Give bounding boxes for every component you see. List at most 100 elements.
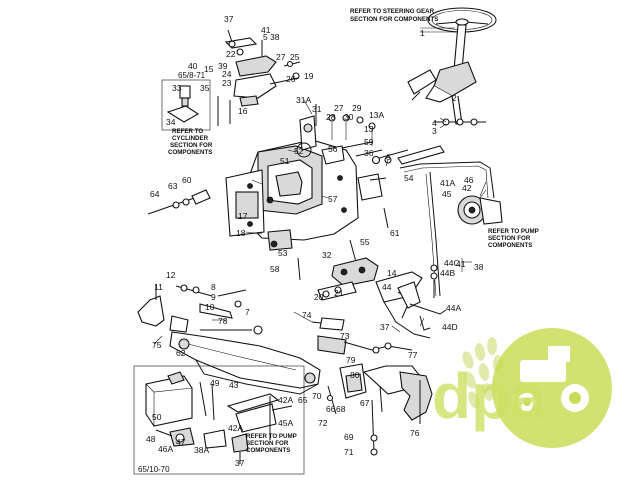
callout-45: 45 [442,189,452,199]
callout-4: 4 [432,118,437,128]
pump-right [457,195,503,225]
callout-74: 74 [302,310,312,320]
callout-11: 11 [154,282,163,292]
callout-44: 44 [382,282,392,292]
callout-17: 17 [238,211,248,221]
callout-66: 66 [326,404,336,414]
callout-13a: 13A [369,110,384,120]
callout-7: 7 [245,307,250,317]
callout-42a-2: 42A [228,423,243,433]
callout-38-top: 38 [270,32,280,42]
callout-65: 65 [298,395,308,405]
pump-right-note-2: SECTION FOR [488,235,531,242]
callout-44c: 44C [444,258,460,268]
callout-5: 5 [263,32,268,42]
callout-48: 48 [146,434,156,444]
callout-33: 33 [172,83,182,93]
callout-15: 15 [204,64,214,74]
callout-44a: 44A [446,303,461,313]
callout-37-top: 37 [224,14,234,24]
callout-12: 12 [166,270,176,280]
steering-note-line1: REFER TO STEERING GEAR [350,8,435,15]
pump-right-note-3: COMPONENTS [488,242,532,249]
callout-55: 55 [360,237,370,247]
lift-cover-housing [225,104,389,251]
green-circle-icon [492,328,612,448]
callout-24: 24 [222,69,232,79]
callout-31: 31 [312,104,322,114]
callout-53: 53 [278,248,288,258]
callout-75: 75 [152,340,162,350]
callout-80: 80 [350,370,360,380]
callout-labels: 1 2 4 3 5 6 7 8 9 10 11 12 13 13A 14 15 … [146,14,484,468]
callout-29: 29 [352,103,362,113]
callout-26: 26 [286,74,296,84]
callout-46a: 46A [158,444,173,454]
callout-37-mid: 37 [380,322,390,332]
callout-38a: 38A [194,445,209,455]
callout-9: 9 [211,292,216,302]
pump-inset-note-1: REFER TO PUMP [246,433,297,440]
callout-23: 23 [222,78,232,88]
callout-19: 19 [304,71,314,81]
callout-61: 61 [390,228,400,238]
callout-44b: 44B [440,268,455,278]
pump-inset-note-2: SECTION FOR [246,440,289,447]
callout-8: 8 [211,282,216,292]
callout-27b: 27 [334,103,344,113]
callout-72: 72 [318,418,328,428]
leader-lines [153,31,487,345]
steering-note-line2: SECTION FOR COMPONENTS [350,16,438,23]
drag-link-rods [371,118,495,297]
callout-37-inset: 37 [235,458,245,468]
figure-code-bottom: 65/10-70 [138,465,170,474]
cylinder-note-4: COMPONENTS [168,149,212,156]
steering-assembly [407,7,497,125]
callout-14: 14 [387,268,397,278]
callout-79: 79 [346,355,356,365]
callout-34: 34 [166,117,176,127]
pump-inset-note-3: COMPONENTS [246,447,290,454]
callout-22: 22 [226,49,236,59]
callout-16: 16 [238,106,248,116]
callout-68: 68 [336,404,346,414]
callout-67: 67 [360,398,370,408]
callout-63: 63 [168,181,178,191]
callout-35: 35 [200,83,210,93]
callout-25: 25 [290,52,300,62]
lower-right-link [326,363,433,456]
callout-58: 58 [270,264,280,274]
callout-43: 43 [229,380,239,390]
watermark-text: dpa [432,360,546,432]
callout-3: 3 [432,126,437,136]
dpa-watermark-logo: dpa [432,328,612,448]
callout-1: 1 [420,28,425,38]
callout-13: 13 [364,124,374,134]
bottom-inset [133,365,305,475]
callout-42a-1: 42A [278,395,293,405]
callout-44d: 44D [442,322,458,332]
callout-46: 46 [464,175,474,185]
callout-39: 39 [218,61,228,71]
callout-6: 6 [386,152,391,162]
callout-42: 42 [462,183,472,193]
callout-54: 54 [404,173,414,183]
callout-27: 27 [276,52,286,62]
callout-77: 77 [408,350,418,360]
callout-50: 50 [152,412,162,422]
callout-40: 40 [188,61,198,71]
callout-36: 36 [364,148,374,158]
cylinder-note-2: CYCLINDER [172,135,209,142]
callout-41-top: 41 [261,25,271,35]
callout-18: 18 [236,228,246,238]
callout-10: 10 [205,302,215,312]
callout-73: 73 [340,331,350,341]
callout-45a: 45A [278,418,293,428]
figure-code-top: 65/8-71 [178,71,206,80]
callout-47: 47 [176,437,186,447]
callout-51: 51 [280,156,290,166]
callout-62: 62 [176,348,186,358]
callout-69: 69 [344,432,354,442]
right-hose-group [397,264,447,331]
